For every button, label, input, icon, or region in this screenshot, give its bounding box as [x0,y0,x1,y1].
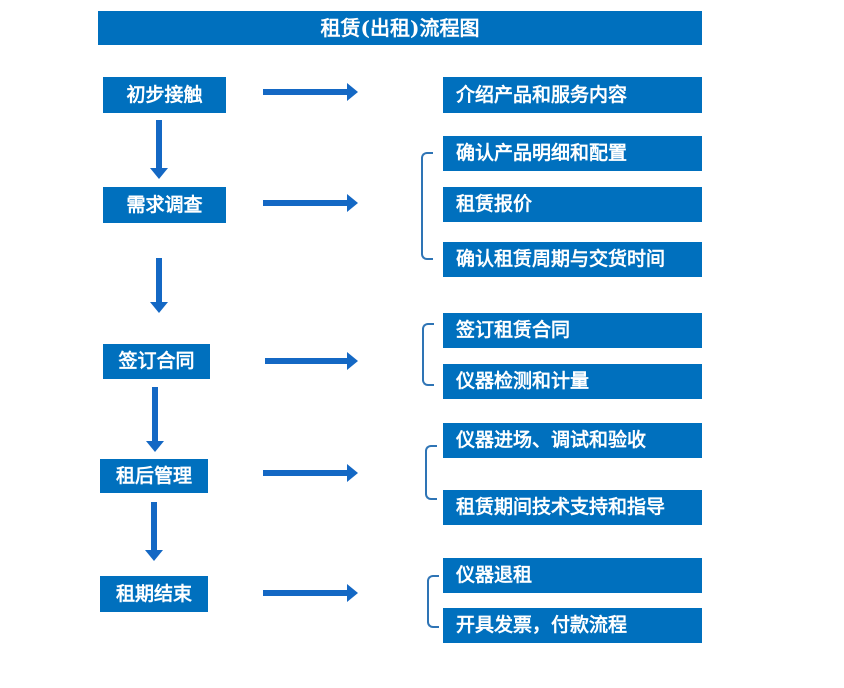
down-arrow-icon-2 [156,258,162,302]
step-box-sign-contract: 签订合同 [103,344,210,379]
down-arrow-icon-1 [156,120,162,168]
step-box-post-rental-management: 租后管理 [100,459,208,493]
output-box-8: 租赁期间技术支持和指导 [443,490,702,525]
down-arrow-icon-3 [152,387,158,441]
output-box-2: 确认产品明细和配置 [443,136,702,171]
down-arrow-icon-4 [151,502,157,550]
step-box-initial-contact: 初步接触 [103,77,226,113]
right-arrow-icon-3 [265,358,347,364]
right-arrow-icon-5 [263,590,347,596]
bracket-post-rental-group [425,445,437,500]
bracket-demand-survey-group [421,152,433,260]
output-box-3: 租赁报价 [443,187,702,222]
bracket-sign-contract-group [422,323,434,386]
right-arrow-icon-1 [263,89,347,95]
output-box-10: 开具发票，付款流程 [443,608,702,643]
flowchart-title: 租赁(出租)流程图 [98,11,702,45]
output-box-7: 仪器进场、调试和验收 [443,423,702,458]
output-box-5: 签订租赁合同 [443,313,702,348]
right-arrow-icon-2 [263,200,347,206]
output-box-9: 仪器退租 [443,558,702,593]
step-box-rental-end: 租期结束 [100,576,208,612]
bracket-rental-end-group [427,575,439,628]
output-box-6: 仪器检测和计量 [443,364,702,399]
output-box-4: 确认租赁周期与交货时间 [443,242,702,277]
step-box-demand-survey: 需求调查 [103,187,226,223]
right-arrow-icon-4 [263,470,347,476]
output-box-1: 介绍产品和服务内容 [443,77,702,113]
